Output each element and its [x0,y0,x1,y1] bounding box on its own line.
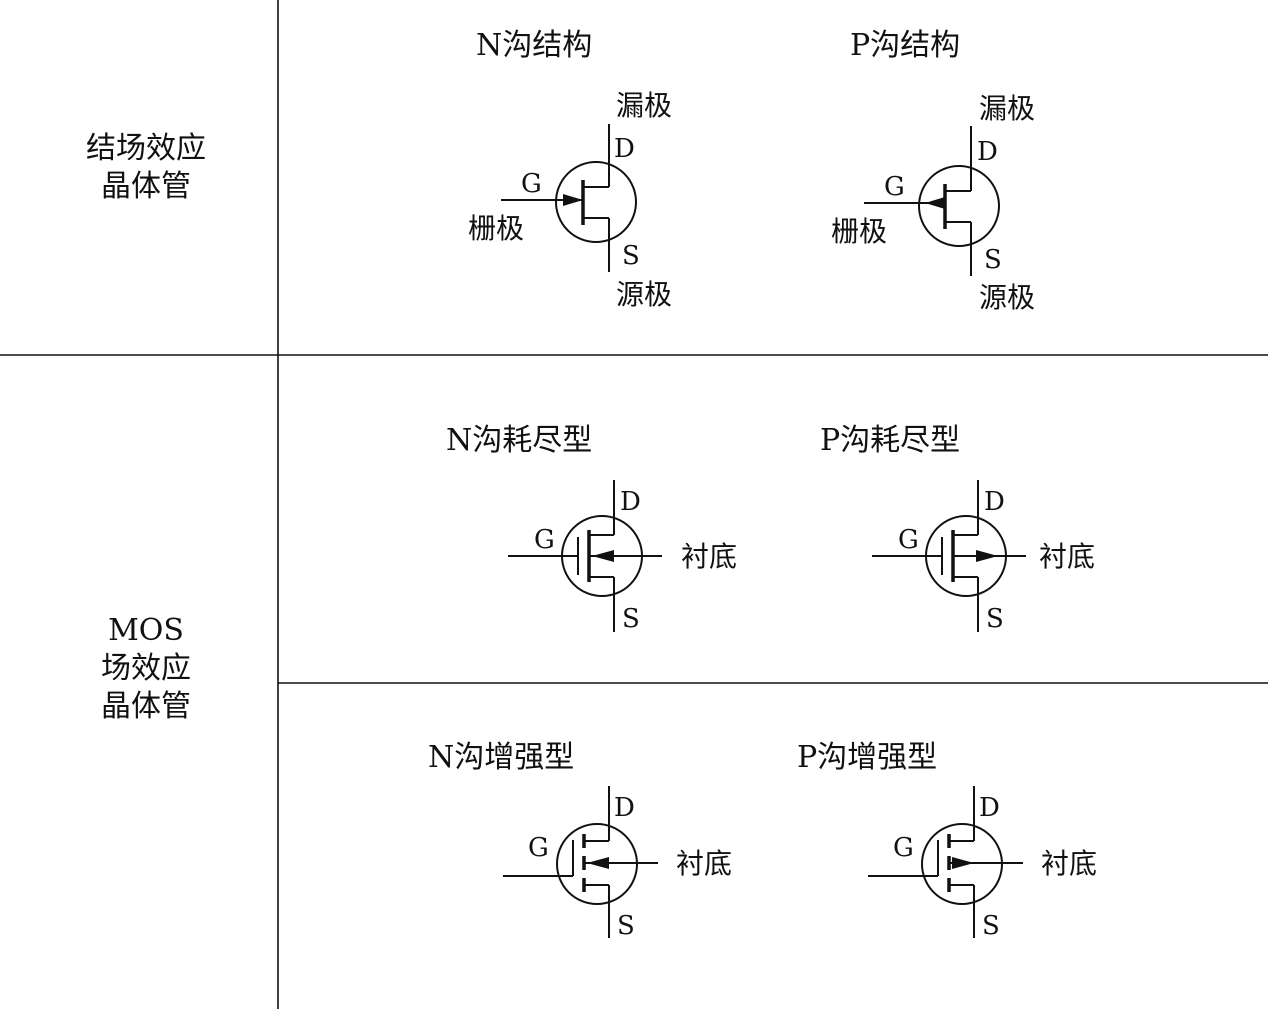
category-jfet-line2: 晶体管 [101,169,191,204]
source-label-cn: 源极 [616,278,672,311]
drain-label: D [620,487,641,517]
source-label-cn: 源极 [979,281,1035,314]
gate-arrow-icon [563,194,583,206]
gate-label: G [898,525,919,555]
symbol-n-channel-enhancement-mosfet: N沟增强型 D G 衬底 S [428,740,732,941]
drain-label: D [614,134,635,164]
symbol-title: P沟增强型 [797,740,937,775]
category-jfet-line1: 结场效应 [86,131,206,166]
substrate-arrow-icon [952,857,974,869]
symbol-p-channel-enhancement-mosfet: P沟增强型 D G 衬底 S [797,740,1097,941]
gate-arrow-icon [925,197,945,209]
symbol-title: N沟耗尽型 [446,423,592,458]
substrate-arrow-icon [587,857,609,869]
substrate-label: 衬底 [1039,540,1095,573]
gate-label-cn: 栅极 [468,212,524,245]
category-mos-line1: MOS [108,613,184,648]
drain-label-cn: 漏极 [979,92,1035,125]
substrate-label: 衬底 [1041,847,1097,880]
gate-label: G [528,833,549,863]
gate-label: G [521,169,542,199]
source-label: S [986,604,1004,634]
drain-label: D [977,137,998,167]
substrate-arrow-icon [592,550,614,562]
source-label: S [617,911,635,941]
substrate-arrow-icon [976,550,998,562]
drain-label-cn: 漏极 [616,89,672,122]
symbol-p-channel-jfet: P沟结构 漏极 D G 栅极 S 源极 [831,28,1035,314]
device-circle [918,165,1000,247]
gate-label: G [534,525,555,555]
source-label: S [622,604,640,634]
source-label: S [622,241,640,271]
device-circle [555,161,637,243]
source-label: S [982,911,1000,941]
substrate-label: 衬底 [676,847,732,880]
symbol-n-channel-depletion-mosfet: N沟耗尽型 D G 衬底 S [446,423,737,634]
drain-label: D [979,793,1000,823]
source-label: S [984,245,1002,275]
symbol-n-channel-jfet: N沟结构 漏极 D G 栅极 S 源极 [468,28,672,311]
symbol-title: P沟耗尽型 [820,423,960,458]
drain-label: D [984,487,1005,517]
substrate-label: 衬底 [681,540,737,573]
gate-label: G [893,833,914,863]
symbol-title: P沟结构 [850,28,960,63]
gate-label: G [884,172,905,202]
category-mos-line2: 场效应 [101,651,191,686]
symbol-title: N沟增强型 [428,740,574,775]
gate-label-cn: 栅极 [831,215,887,248]
symbol-title: N沟结构 [476,28,592,63]
category-mos-line3: 晶体管 [101,689,191,724]
drain-label: D [614,793,635,823]
symbol-p-channel-depletion-mosfet: P沟耗尽型 D G 衬底 S [820,423,1095,634]
